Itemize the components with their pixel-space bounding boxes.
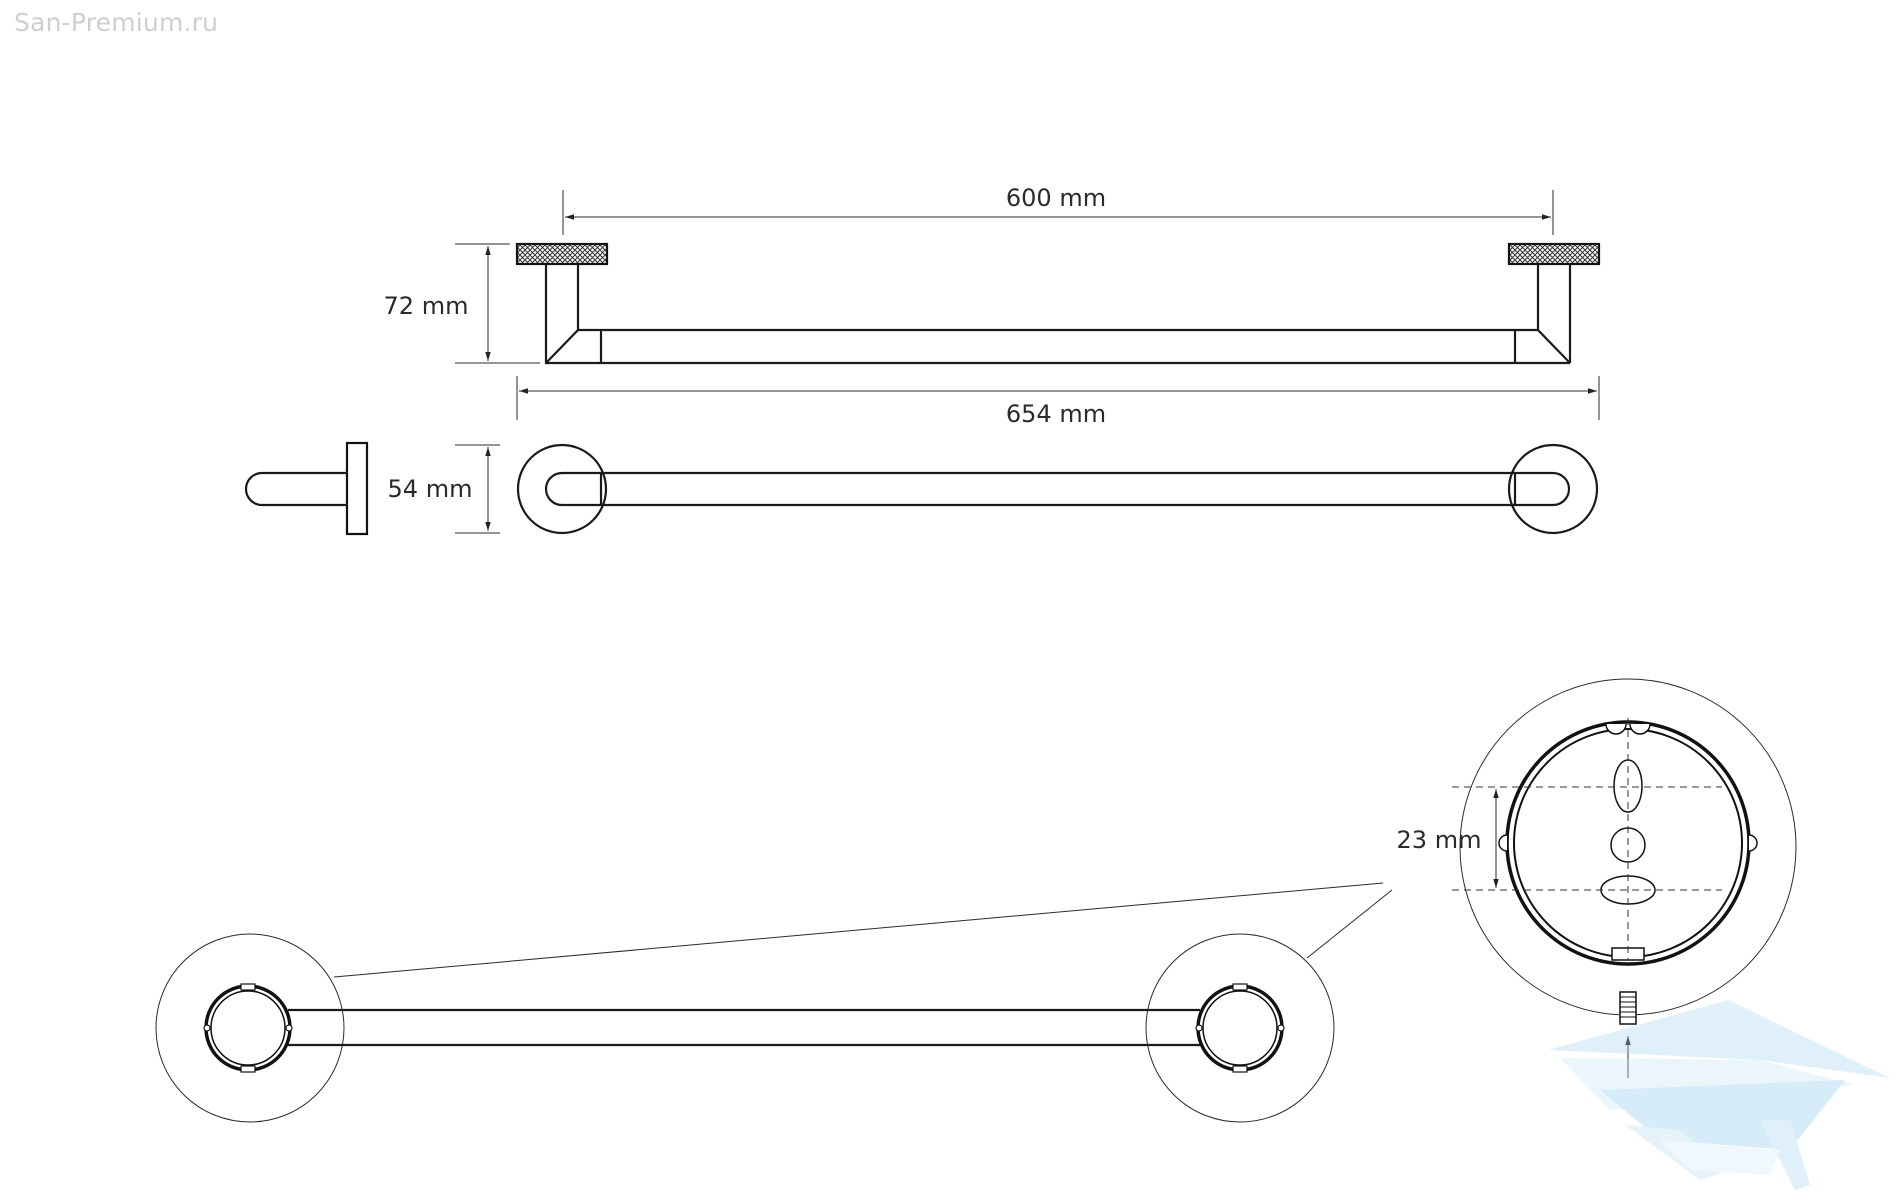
dimension-54: 54 mm: [388, 444, 500, 534]
watermark-logo: [1548, 1000, 1890, 1190]
dimension-72-label: 72 mm: [384, 292, 469, 320]
right-mount: [1507, 242, 1601, 364]
dimension-600: 600 mm: [562, 184, 1554, 235]
top-view: 54 mm: [244, 441, 1599, 536]
back-view: [155, 882, 1393, 1123]
right-rosette: [1507, 443, 1599, 535]
watermark-text: San-Premium.ru: [14, 8, 219, 37]
dimension-600-label: 600 mm: [1006, 184, 1106, 212]
dimension-54-label: 54 mm: [388, 475, 473, 503]
towel-bar-top: [544, 471, 1571, 507]
dimension-654: 654 mm: [516, 376, 1600, 428]
dimension-23-label: 23 mm: [1397, 826, 1482, 854]
side-profile: [244, 441, 369, 536]
towel-bar-back: [288, 1008, 1200, 1047]
front-view: 600 mm 72 mm: [384, 184, 1601, 428]
set-screw: [1619, 991, 1637, 1078]
right-wall-circle: [1145, 933, 1335, 1123]
left-mount: [515, 242, 609, 365]
dimension-72: 72 mm: [384, 243, 540, 364]
towel-bar-front: [546, 328, 1570, 365]
left-wall-circle: [155, 933, 345, 1123]
dimension-23: 23 mm: [1397, 789, 1499, 888]
dimension-654-label: 654 mm: [1006, 400, 1106, 428]
left-rosette: [516, 443, 608, 535]
right-back-plate: [1195, 983, 1285, 1073]
zoom-detail: 23 mm: [1397, 678, 1797, 1078]
left-back-plate: [203, 983, 293, 1073]
